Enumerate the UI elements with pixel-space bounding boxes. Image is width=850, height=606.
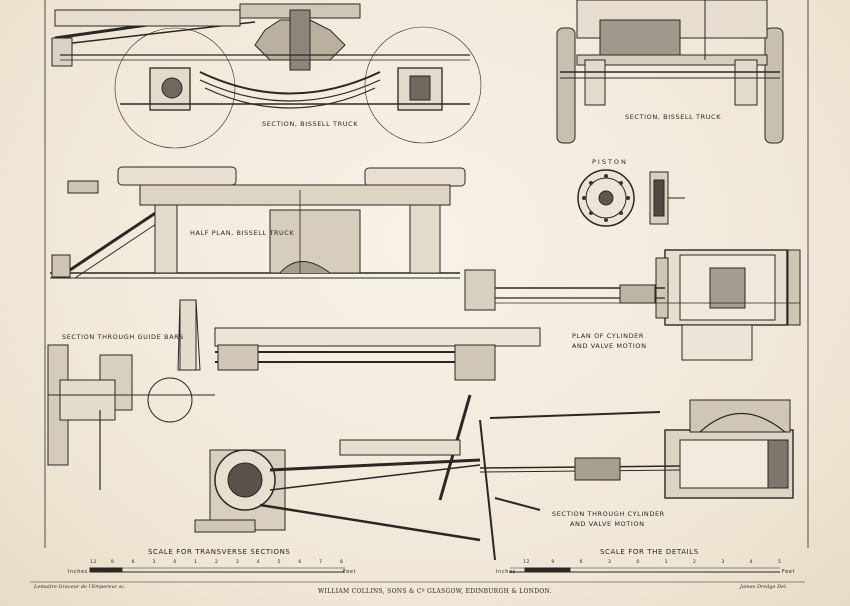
bissell-truck-section-right [556, 0, 784, 144]
details-scale-bar [510, 567, 780, 573]
transverse-right-unit: Feet [343, 569, 357, 575]
label-plan-cylinder-1: PLAN OF CYLINDER [572, 332, 645, 340]
scale-tick-label: 6 [298, 560, 302, 565]
scale-tick-label: 8 [340, 560, 344, 565]
publisher-imprint: WILLIAM COLLINS, SONS & Cº GLASGOW, EDIN… [318, 588, 552, 595]
scale-tick-label: 4 [256, 560, 261, 565]
scale-tick-label: 3 [721, 560, 725, 565]
label-section-bissell-left: SECTION, BISSELL TRUCK [262, 120, 359, 128]
piston-drawing [577, 169, 685, 227]
details-left-unit: Inches [496, 569, 516, 575]
label-half-plan: HALF PLAN, BISSELL TRUCK [190, 229, 295, 237]
scale-tick-label: 9 [551, 560, 555, 565]
scale-tick-label: 0 [173, 560, 177, 565]
scale-tick-label: 5 [778, 560, 782, 565]
scale-tick-label: 2 [215, 560, 219, 565]
scale-tick-label: 3 [608, 560, 612, 565]
scale-tick-label: 1 [664, 560, 669, 565]
scale-tick-label: 3 [235, 560, 240, 565]
engraver-credit: Lemaitre Graveur de l'Empereur sc. [34, 584, 126, 590]
bissell-truck-section-left [51, 3, 482, 149]
scale-tick-label: 6 [579, 560, 584, 565]
scale-tick-label: 2 [693, 560, 697, 565]
section-through-cylinder [194, 394, 794, 561]
scale-tick-label: 9 [110, 560, 115, 565]
label-section-cylinder-2: AND VALVE MOTION [570, 520, 645, 528]
label-plan-cylinder-2: AND VALVE MOTION [572, 342, 647, 350]
scale-tick-label: 1 [194, 560, 198, 565]
draughtsman-credit: James Dredge Del. [740, 584, 788, 590]
scale-tick-label: 7 [319, 560, 323, 565]
plan-of-cylinder [464, 249, 801, 361]
label-section-cylinder-1: SECTION THROUGH CYLINDER [552, 510, 665, 518]
scale-tick-label: 12 [523, 560, 530, 565]
scale-tick-label: 4 [749, 560, 754, 565]
scale-tick-label: 5 [277, 560, 281, 565]
scale-tick-label: 6 [131, 560, 136, 565]
half-plan-bissell-truck [50, 166, 466, 279]
details-right-unit: Feet [782, 569, 796, 575]
transverse-left-unit: Inches [68, 569, 88, 575]
details-scale-title: SCALE FOR THE DETAILS [600, 548, 699, 556]
label-section-bissell-right: SECTION, BISSELL TRUCK [625, 113, 722, 121]
guide-bars-section [47, 299, 541, 490]
scale-tick-label: 12 [90, 560, 97, 565]
transverse-scale-bar [89, 567, 345, 573]
label-piston: PISTON [592, 158, 628, 166]
scale-tick-label: 3 [152, 560, 156, 565]
label-guide-bars: SECTION THROUGH GUIDE BARS [62, 333, 184, 341]
transverse-scale-title: SCALE FOR TRANSVERSE SECTIONS [148, 548, 291, 556]
scale-tick-label: 0 [636, 560, 640, 565]
